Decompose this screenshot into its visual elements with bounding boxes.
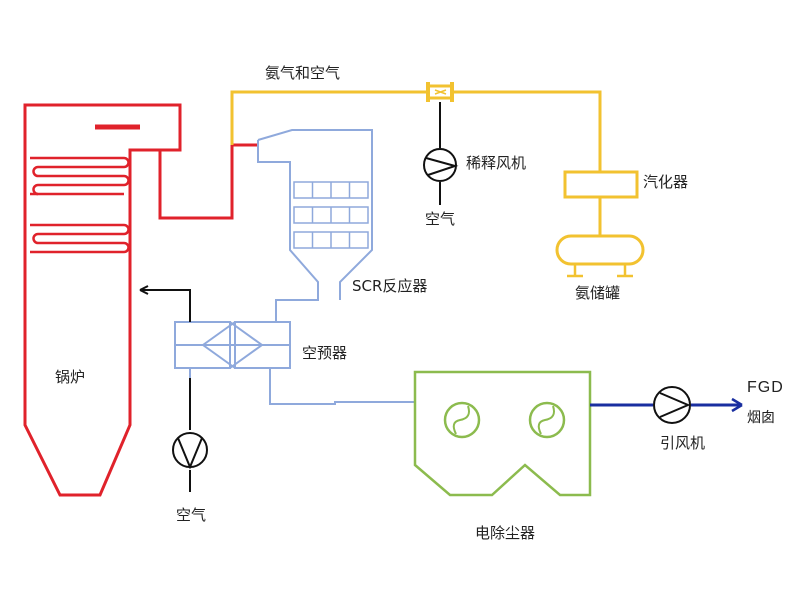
label-id-fan: 引风机 xyxy=(660,434,706,452)
boiler-flue-outlet xyxy=(158,143,258,220)
dilution-fan-icon xyxy=(423,148,459,182)
flue-gas-to-fgd xyxy=(590,397,743,413)
electrode-icon-2 xyxy=(528,401,566,439)
catalyst-layers xyxy=(293,181,369,249)
induced-draft-fan-icon xyxy=(653,386,691,424)
vaporizer xyxy=(563,170,639,199)
label-air-bottom: 空气 xyxy=(176,506,207,524)
air-fan-icon xyxy=(172,432,208,470)
electrostatic-precipitator xyxy=(413,370,592,497)
label-dilution-fan: 稀释风机 xyxy=(466,154,527,172)
label-chimney: 烟囱 xyxy=(747,410,775,426)
label-ammonia-tank: 氨储罐 xyxy=(575,284,621,302)
label-air-preheater: 空预器 xyxy=(302,344,348,362)
ammonia-tank xyxy=(555,232,645,278)
label-boiler: 锅炉 xyxy=(55,368,86,386)
boiler xyxy=(23,103,258,497)
label-fgd: FGD xyxy=(747,379,784,396)
mixing-valve xyxy=(426,82,454,102)
label-esp: 电除尘器 xyxy=(475,524,536,542)
air-preheater xyxy=(174,321,415,405)
label-ammonia-air: 氨气和空气 xyxy=(265,64,341,82)
label-scr-reactor: SCR反应器 xyxy=(352,277,428,295)
label-vaporizer: 汽化器 xyxy=(643,173,689,191)
boiler-heating-coils xyxy=(30,156,130,254)
label-air-top: 空气 xyxy=(425,210,456,228)
electrode-icon-1 xyxy=(443,401,481,439)
scr-reactor xyxy=(174,129,415,405)
air-lines xyxy=(139,102,441,492)
ammonia-supply-line xyxy=(230,82,645,278)
